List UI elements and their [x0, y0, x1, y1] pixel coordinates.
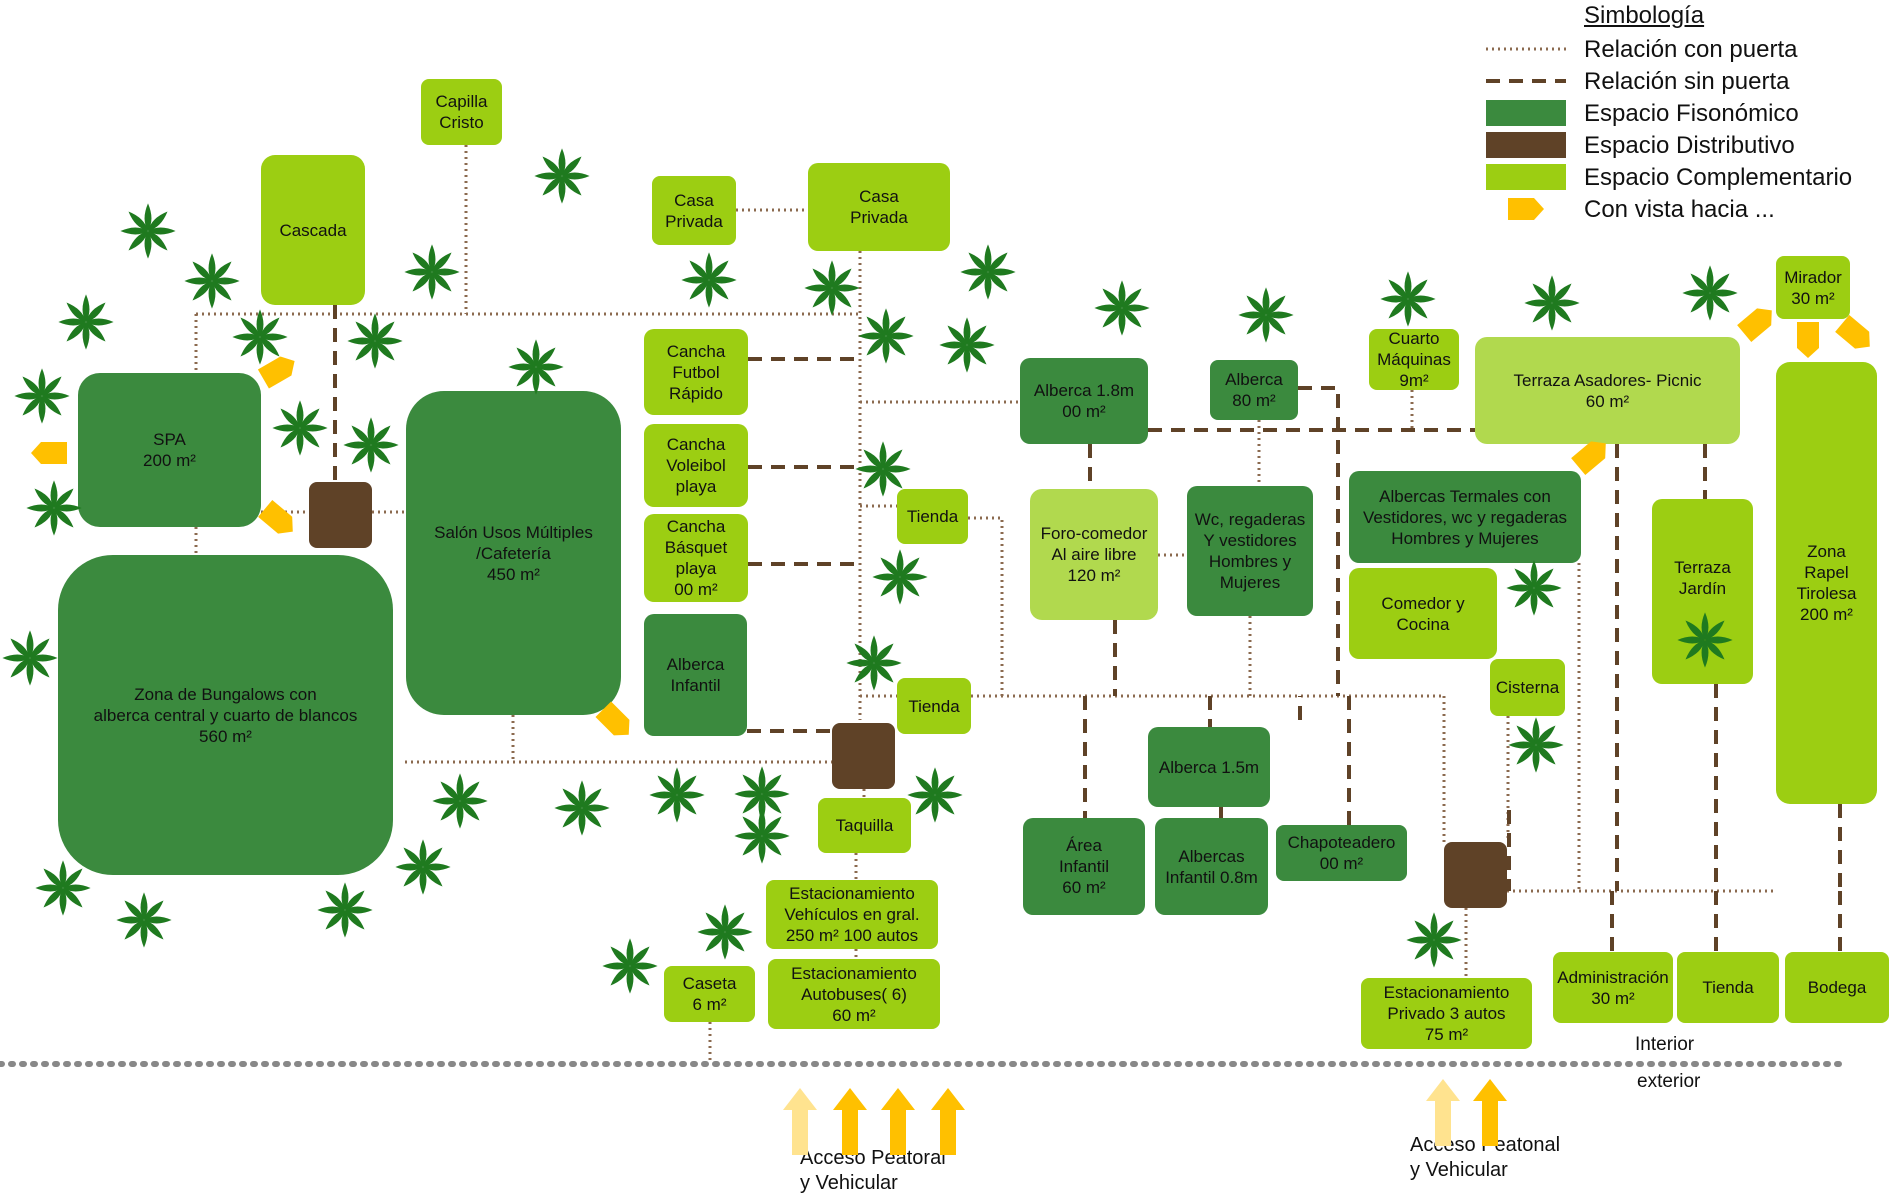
distributor-node: [832, 723, 895, 789]
legend-swatch-complementario: [1486, 164, 1566, 190]
space-terraza-asadores: Terraza Asadores- Picnic 60 m²: [1475, 337, 1740, 444]
legend-title: Simbología: [1584, 2, 1705, 29]
space-foro-comedor: Foro-comedor Al aire libre 120 m²: [1030, 489, 1158, 620]
legend-item-label: Espacio Complementario: [1584, 164, 1853, 191]
space-alberca-80: Alberca 80 m²: [1210, 360, 1298, 420]
space-mirador: Mirador 30 m²: [1776, 256, 1850, 319]
legend-swatch-fisonomico: [1486, 100, 1566, 126]
legend-item-label: Con vista hacia ...: [1584, 196, 1775, 223]
space-bungalows: Zona de Bungalows con alberca central y …: [58, 555, 393, 875]
space-zona-rapel-tirolesa: Zona Rapel Tirolesa 200 m²: [1776, 362, 1877, 804]
space-cascada: Cascada: [261, 155, 365, 305]
space-cancha-basquet: Cancha Básquet playa 00 m²: [644, 514, 748, 602]
relation-with-door: [968, 516, 1004, 696]
space-cuarto-maquinas: Cuarto Máquinas 9m²: [1369, 329, 1459, 390]
space-cisterna: Cisterna: [1490, 659, 1565, 716]
legend-item-label: Espacio Fisonómico: [1584, 100, 1799, 127]
label-interior: Interior: [1635, 1034, 1695, 1055]
space-albercas-infantil-08: Albercas Infantil 0.8m: [1155, 818, 1268, 915]
space-area-infantil: Área Infantil 60 m²: [1023, 818, 1145, 915]
legend-swatch-distributivo: [1486, 132, 1566, 158]
space-alberca-infantil: Alberca Infantil: [644, 614, 747, 736]
space-tienda: Tienda: [897, 489, 968, 544]
space-caseta: Caseta 6 m²: [664, 966, 755, 1022]
space-estacionamiento-autobuses: Estacionamiento Autobuses( 6) 60 m²: [768, 959, 940, 1029]
label-acceso-peatonal-vehicular: Acceso Peatoral y Vehicular: [800, 1147, 946, 1194]
legend-item-label: Espacio Distributivo: [1584, 132, 1795, 159]
space-taquilla: Taquilla: [818, 798, 911, 853]
space-alberca-1-8m: Alberca 1.8m 00 m²: [1020, 358, 1148, 444]
legend-item-label: Relación sin puerta: [1584, 68, 1790, 95]
space-wc-regaderas: Wc, regaderas Y vestidores Hombres y Muj…: [1187, 486, 1313, 616]
space-administracion: Administración 30 m²: [1553, 952, 1673, 1023]
space-albercas-termales: Albercas Termales con Vestidores, wc y r…: [1349, 471, 1581, 563]
space-terraza-jardin: Terraza Jardín: [1652, 499, 1753, 684]
label-acceso-peatonal-vehicular: Acceso Peatonal y Vehicular: [1410, 1134, 1561, 1181]
distributor-node: [1444, 842, 1507, 908]
space-tienda: Tienda: [897, 678, 971, 734]
space-spa: SPA 200 m²: [78, 373, 261, 527]
label-exterior: exterior: [1637, 1071, 1701, 1092]
space-comedor-cocina: Comedor y Cocina: [1349, 568, 1497, 659]
relation-without-door: [1298, 386, 1340, 696]
space-cancha-voleibol: Cancha Voleibol playa: [644, 424, 748, 507]
space-casa-privada: Casa Privada: [808, 163, 950, 251]
space-chapoteadero: Chapoteadero 00 m²: [1276, 825, 1407, 881]
space-estacionamiento-vehiculos: Estacionamiento Vehículos en gral. 250 m…: [766, 880, 938, 949]
legend-item-label: Relación con puerta: [1584, 36, 1798, 63]
space-capilla-cristo: Capilla Cristo: [421, 79, 502, 145]
space-cancha-futbol: Cancha Futbol Rápido: [644, 329, 748, 415]
space-casa-privada: Casa Privada: [652, 176, 736, 245]
space-bodega: Bodega: [1785, 952, 1889, 1023]
space-estacionamiento-privado: Estacionamiento Privado 3 autos 75 m²: [1361, 978, 1532, 1049]
space-tienda: Tienda: [1677, 952, 1779, 1023]
space-salon-usos-multiples: Salón Usos Múltiples /Cafetería 450 m²: [406, 391, 621, 715]
space-alberca-1-5m: Alberca 1.5m: [1148, 727, 1270, 807]
distributor-node: [309, 482, 372, 548]
